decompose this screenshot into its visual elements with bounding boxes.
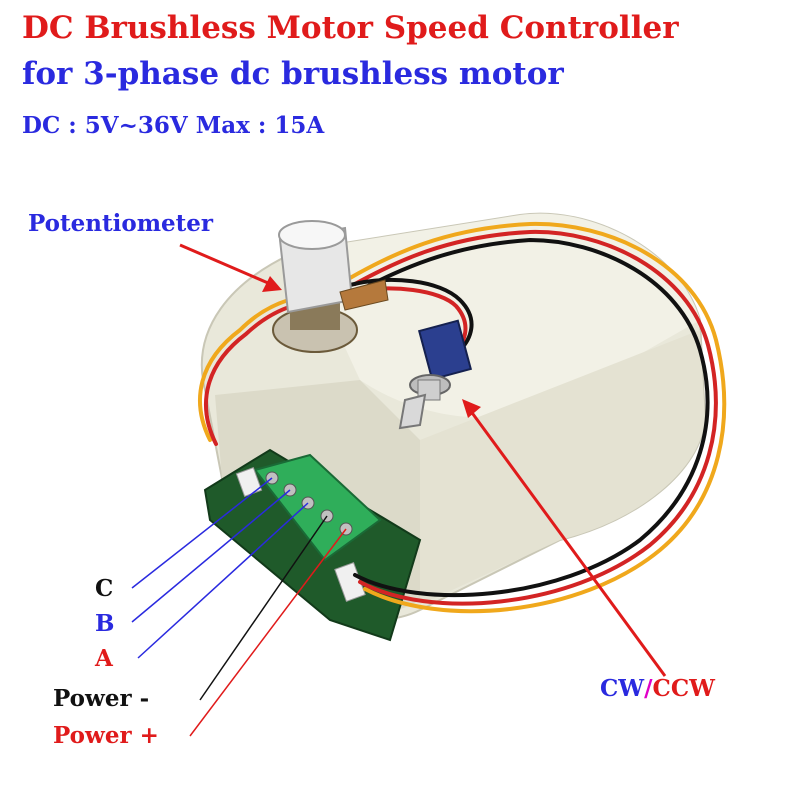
phase-c-label: C: [95, 575, 114, 602]
cw-label: CW: [600, 675, 645, 702]
power-plus-leader-line: [189, 528, 347, 737]
potentiometer-knob: [272, 220, 389, 353]
a-leader-line: [137, 502, 309, 659]
cw-ccw-label: CW/CCW: [600, 675, 715, 702]
c-leader-line: [131, 477, 273, 589]
cw-ccw-arrow: [468, 409, 667, 677]
page-title: DC Brushless Motor Speed Controller: [22, 10, 679, 46]
power-plus-label: Power +: [53, 722, 159, 749]
potentiometer-arrow: [179, 243, 276, 288]
cw-ccw-arrowhead-icon: [462, 399, 481, 418]
power-minus-leader-line: [199, 515, 328, 701]
pointer-arrows: [131, 243, 667, 737]
potentiometer-arrowhead-icon: [262, 276, 282, 292]
power-minus-label: Power -: [53, 685, 150, 712]
ccw-label: CCW: [652, 675, 715, 702]
toggle-switch: [398, 319, 473, 430]
slash-label: /: [644, 675, 653, 702]
page-subtitle: for 3-phase dc brushless motor: [22, 56, 564, 92]
b-leader-line: [131, 489, 291, 623]
potentiometer-label: Potentiometer: [28, 210, 214, 237]
phase-b-label: B: [95, 610, 115, 637]
phase-a-label: A: [95, 645, 113, 672]
specs-line: DC : 5V~36V Max : 15A: [22, 112, 325, 139]
